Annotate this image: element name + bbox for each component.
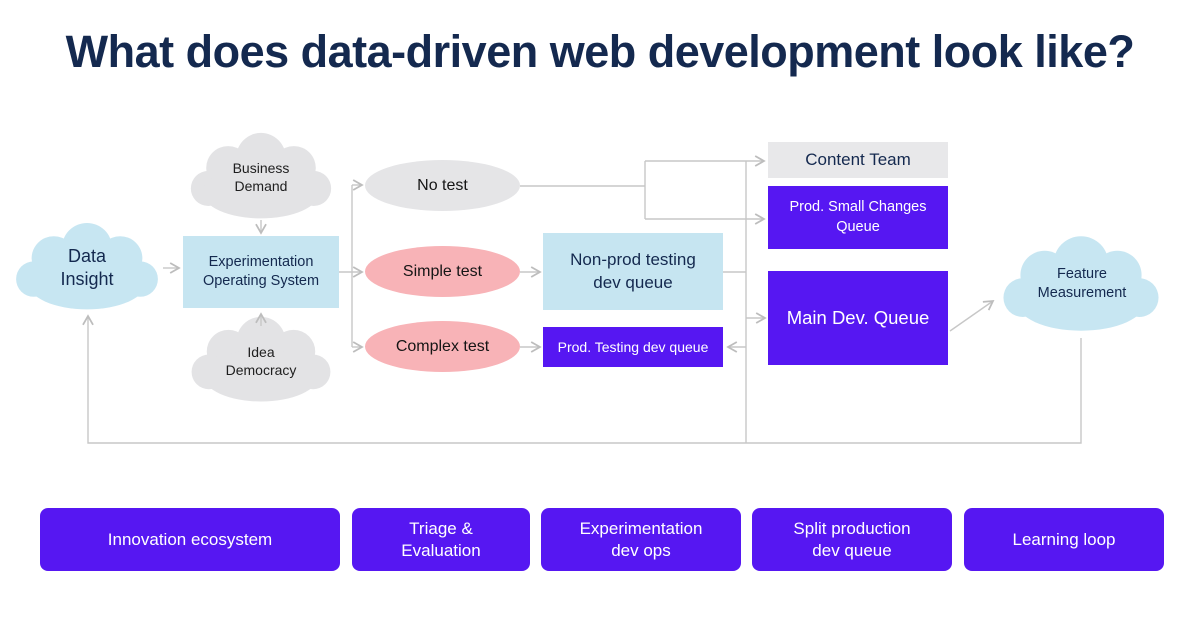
- content-team-node: Content Team: [768, 142, 948, 178]
- simple-test-ellipse: Simple test: [365, 246, 520, 297]
- stage-learning-loop: Learning loop: [964, 508, 1164, 571]
- experimentation-operating-system-node: Experimentation Operating System: [183, 236, 339, 308]
- non-prod-testing-dev-queue-node: Non-prod testing dev queue: [543, 233, 723, 310]
- complex-test-ellipse: Complex test: [365, 321, 520, 372]
- prod-testing-dev-queue-node: Prod. Testing dev queue: [543, 327, 723, 367]
- stage-triage-evaluation: Triage & Evaluation: [352, 508, 530, 571]
- feature-measurement-label: Feature Measurement: [1037, 266, 1127, 301]
- stage-split-production-dev-queue: Split production dev queue: [752, 508, 952, 571]
- stage-experimentation-dev-ops: Experimentation dev ops: [541, 508, 741, 571]
- prod-small-changes-queue-node: Prod. Small Changes Queue: [768, 186, 948, 249]
- main-dev-queue-node: Main Dev. Queue: [768, 271, 948, 365]
- business-demand-label: Business Demand: [232, 159, 290, 194]
- data-insight-label: Data Insight: [60, 245, 114, 289]
- idea-democracy-label: Idea Democracy: [225, 343, 297, 378]
- no-test-ellipse: No test: [365, 160, 520, 211]
- page-title: What does data-driven web development lo…: [65, 26, 1135, 77]
- stage-innovation-ecosystem: Innovation ecosystem: [40, 508, 340, 571]
